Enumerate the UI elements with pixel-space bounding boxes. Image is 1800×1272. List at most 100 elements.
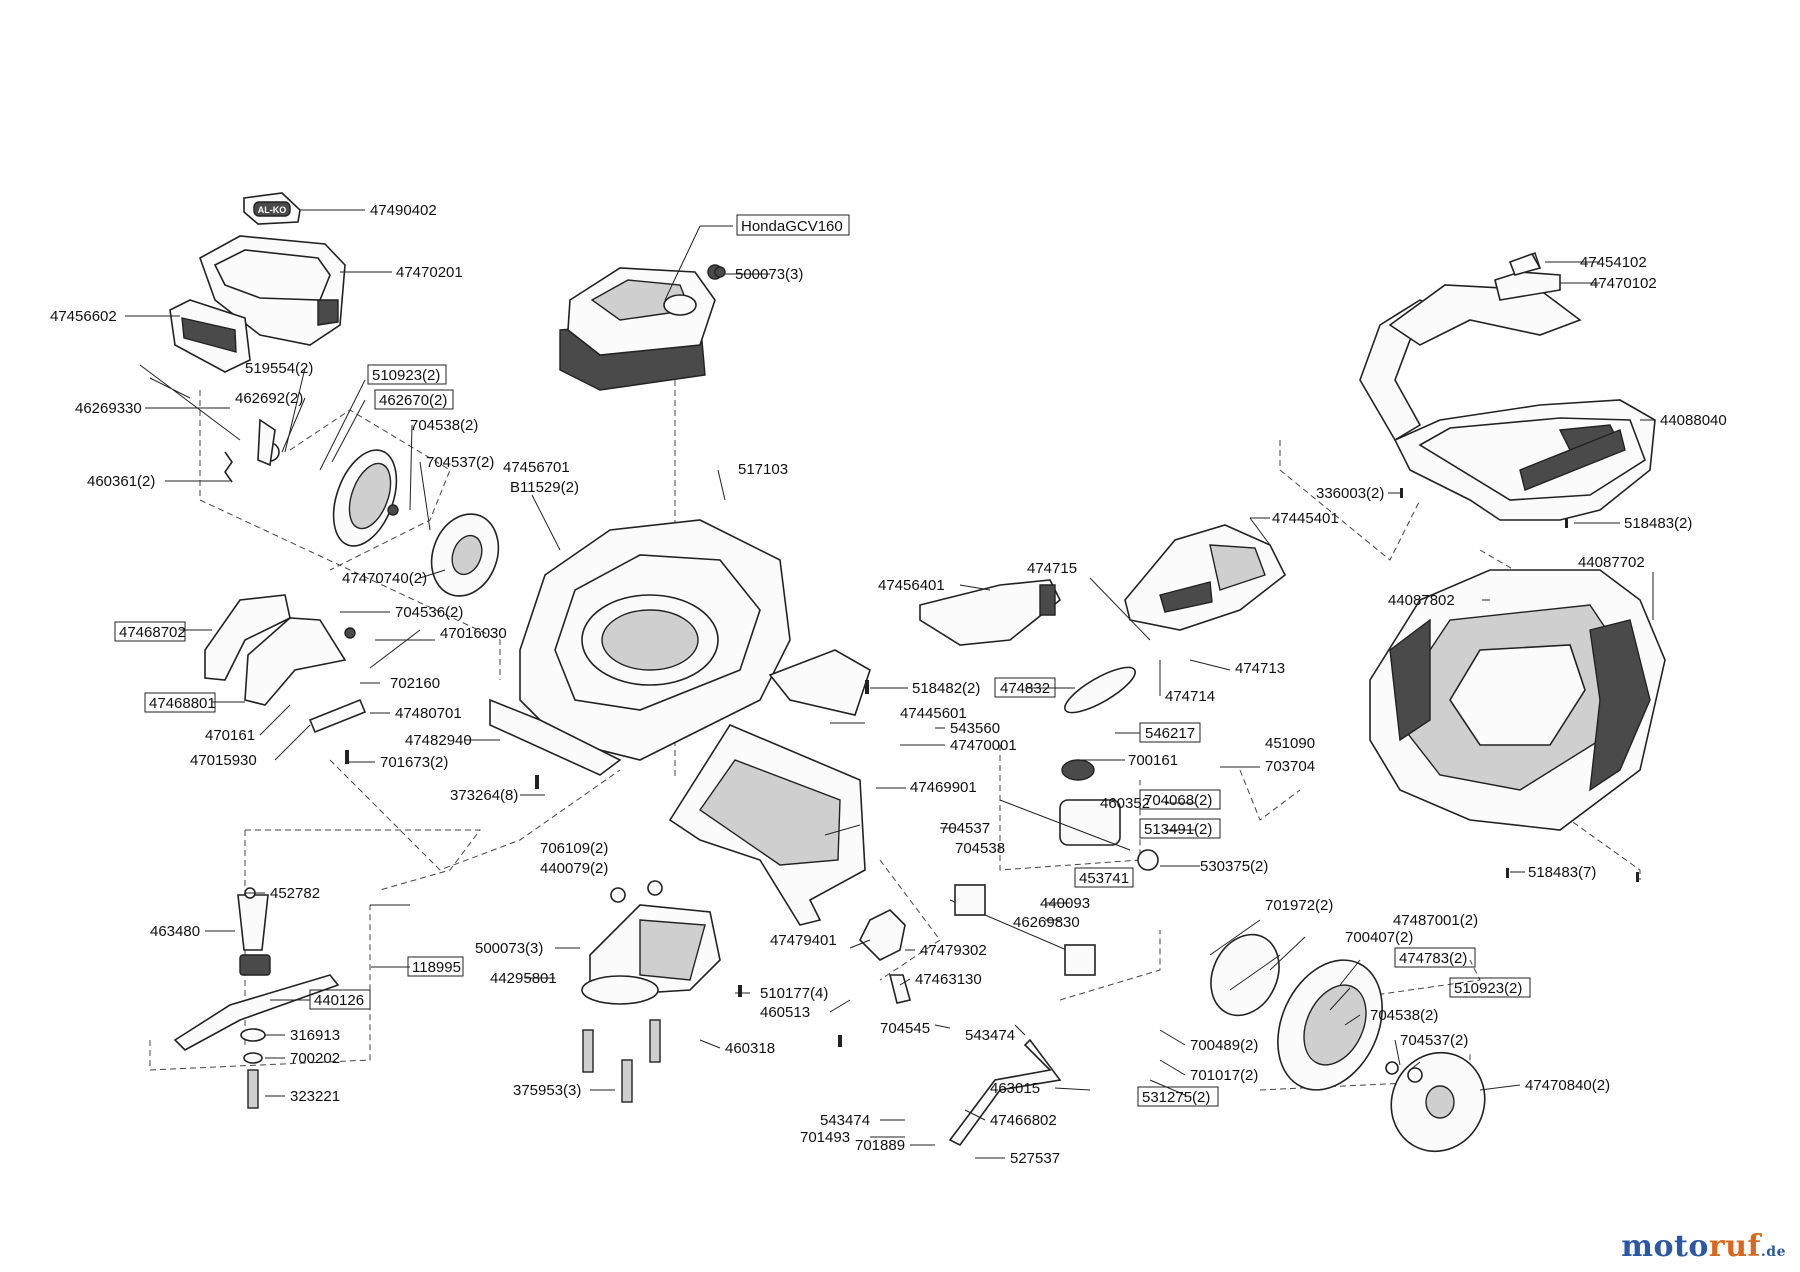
grass-box-lid bbox=[1124, 524, 1287, 631]
part-label: 518482(2) bbox=[912, 680, 980, 697]
part-label: 530375(2) bbox=[1200, 858, 1268, 875]
lever-pin bbox=[308, 698, 367, 734]
part-label: HondaGCV160 bbox=[741, 218, 843, 235]
part-label: 373264(8) bbox=[450, 787, 518, 804]
part-label: 704536(2) bbox=[395, 604, 463, 621]
part-label: 703704 bbox=[1265, 758, 1315, 775]
part-label: B11529(2) bbox=[510, 479, 579, 496]
part-label: 47456602 bbox=[50, 308, 117, 325]
cutting-blade bbox=[173, 887, 340, 1109]
part-label: 704545 bbox=[880, 1020, 930, 1037]
svg-text:AL-KO: AL-KO bbox=[258, 205, 287, 215]
part-label: 463480 bbox=[150, 923, 200, 940]
part-label: 47454102 bbox=[1580, 254, 1647, 271]
label-boxes bbox=[114, 214, 1531, 1107]
part-label: 47470201 bbox=[396, 264, 463, 281]
part-label: 700161 bbox=[1128, 752, 1178, 769]
alko-logo-badge: AL-KO bbox=[243, 192, 301, 225]
part-label: 47487001(2) bbox=[1393, 912, 1478, 929]
part-label: 453741 bbox=[1079, 870, 1129, 887]
part-label: 510923(2) bbox=[1454, 980, 1522, 997]
part-label: 375953(3) bbox=[513, 1082, 581, 1099]
part-label: 323221 bbox=[290, 1088, 340, 1105]
part-label: 451090 bbox=[1265, 735, 1315, 752]
part-label: 47480701 bbox=[395, 705, 462, 722]
part-label: 704537 bbox=[940, 820, 990, 837]
upper-handle bbox=[1359, 252, 1656, 521]
part-number-labels: 47490402 47470201 47456602 519554(2) 510… bbox=[50, 202, 1727, 1167]
part-label: 47482940 bbox=[405, 732, 472, 749]
part-label: 510923(2) bbox=[372, 367, 440, 384]
part-label: 527537 bbox=[1010, 1150, 1060, 1167]
part-label: 474714 bbox=[1165, 688, 1215, 705]
part-label: 704537(2) bbox=[426, 454, 494, 471]
grass-box bbox=[1369, 569, 1666, 831]
part-label: 531275(2) bbox=[1142, 1089, 1210, 1106]
watermark-tld: .de bbox=[1760, 1244, 1786, 1260]
part-label: 46269330 bbox=[75, 400, 142, 417]
nut bbox=[344, 627, 356, 639]
part-label: 440093 bbox=[1040, 895, 1090, 912]
motoruf-watermark: motoruf.de bbox=[1621, 1229, 1786, 1264]
parts-artwork: AL-KO bbox=[139, 192, 1666, 1153]
drive-lever bbox=[948, 1038, 1062, 1147]
part-label: 440079(2) bbox=[540, 860, 608, 877]
mulch-plug bbox=[581, 880, 721, 1103]
part-label: 543560 bbox=[950, 720, 1000, 737]
part-label: 44087702 bbox=[1578, 554, 1645, 571]
part-label: 706109(2) bbox=[540, 840, 608, 857]
gearbox bbox=[999, 759, 1159, 871]
part-label: 44295801 bbox=[490, 970, 557, 987]
part-label: 700202 bbox=[290, 1050, 340, 1067]
part-label: 704537(2) bbox=[1400, 1032, 1468, 1049]
part-label: 462670(2) bbox=[379, 392, 447, 409]
rear-cover bbox=[199, 235, 346, 346]
part-label: 47468702 bbox=[119, 624, 186, 641]
bracket bbox=[257, 418, 276, 467]
part-label: 500073(3) bbox=[475, 940, 543, 957]
drive-belt bbox=[1064, 666, 1136, 714]
part-label: 47490402 bbox=[370, 202, 437, 219]
part-label: 704538(2) bbox=[410, 417, 478, 434]
height-lever bbox=[244, 617, 347, 706]
part-label: 47469901 bbox=[910, 779, 977, 796]
part-label: 460513 bbox=[760, 1004, 810, 1021]
discharge-chute bbox=[919, 579, 1062, 646]
part-label: 47016030 bbox=[440, 625, 507, 642]
part-label: 47479302 bbox=[920, 942, 987, 959]
handle-cap bbox=[1508, 253, 1542, 276]
part-label: 474783(2) bbox=[1399, 950, 1467, 967]
rear-door bbox=[768, 649, 871, 716]
part-label: 702160 bbox=[390, 675, 440, 692]
part-label: 470161 bbox=[205, 727, 255, 744]
leader-lines bbox=[125, 209, 1655, 1159]
part-label: 47470001 bbox=[950, 737, 1017, 754]
part-label: 543474 bbox=[965, 1027, 1015, 1044]
part-label: 47470740(2) bbox=[342, 570, 427, 587]
screws bbox=[345, 266, 1639, 1047]
part-label: 47445601 bbox=[900, 705, 967, 722]
part-label: 463015 bbox=[990, 1080, 1040, 1097]
part-label: 47466802 bbox=[990, 1112, 1057, 1129]
part-label: 510177(4) bbox=[760, 985, 828, 1002]
part-label: 452782 bbox=[270, 885, 320, 902]
part-label: 47015930 bbox=[190, 752, 257, 769]
part-label: 47470840(2) bbox=[1525, 1077, 1610, 1094]
rear-flap-grill bbox=[181, 317, 237, 353]
part-label: 701017(2) bbox=[1190, 1067, 1258, 1084]
part-label: 47456401 bbox=[878, 577, 945, 594]
mower-deck bbox=[489, 519, 791, 776]
part-label: 44087802 bbox=[1388, 592, 1455, 609]
bracket-47463130 bbox=[888, 974, 911, 1004]
part-label: 474713 bbox=[1235, 660, 1285, 677]
shaft-bracket bbox=[954, 884, 986, 916]
part-label: 543474 bbox=[820, 1112, 870, 1129]
watermark-main: moto bbox=[1621, 1229, 1709, 1264]
part-label: 517103 bbox=[738, 461, 788, 478]
part-label: 700489(2) bbox=[1190, 1037, 1258, 1054]
part-label: 462692(2) bbox=[235, 390, 303, 407]
part-label: 336003(2) bbox=[1316, 485, 1384, 502]
part-label: 704068(2) bbox=[1144, 792, 1212, 809]
part-label: 704538 bbox=[955, 840, 1005, 857]
